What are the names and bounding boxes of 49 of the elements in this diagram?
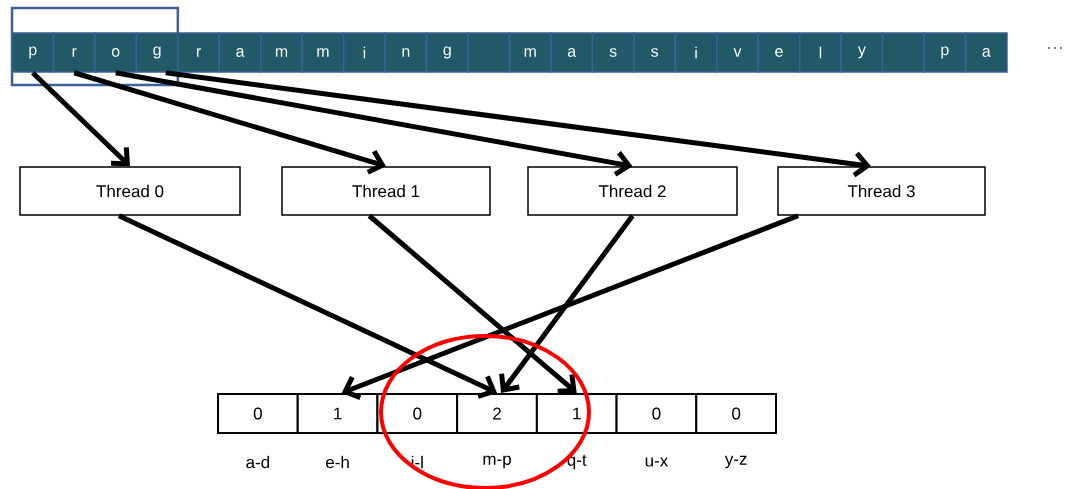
letter-cell: e [757, 32, 801, 73]
letter-cell: y [840, 32, 884, 73]
bin-label: y-z [724, 455, 747, 469]
letter-cell: n [384, 32, 428, 73]
letter-cell [881, 32, 925, 73]
histogram-cell: 1 [535, 393, 618, 434]
histogram-cell: 2 [456, 393, 538, 434]
letter-cell: g [425, 32, 469, 73]
letter-cell: m [301, 32, 345, 73]
letter-cell: o [94, 32, 138, 73]
letter-cell: v [716, 32, 759, 73]
letter-cell [467, 32, 511, 73]
letter-cell: p [11, 32, 55, 73]
arrow [499, 214, 635, 393]
thread-box: Thread 3 [777, 166, 986, 216]
histogram-cell: 0 [376, 393, 459, 434]
bin-label: e-h [326, 455, 349, 469]
letter-cell: l [798, 32, 842, 73]
arrow [165, 70, 872, 178]
histogram-cell: 0 [695, 393, 777, 434]
bin-label: m-p [483, 455, 511, 469]
letter-cell: g [135, 32, 179, 73]
letter-cell: a [550, 32, 594, 73]
letter-cell: i [674, 32, 718, 73]
letter-cell: s [633, 32, 677, 73]
histogram-cell: 0 [217, 393, 299, 434]
arrow [31, 70, 130, 167]
letter-cell: m [260, 32, 303, 73]
arrow [115, 70, 633, 177]
thread-box: Thread 1 [281, 166, 491, 216]
bin-label: q-t [567, 454, 587, 470]
arrow [341, 213, 799, 400]
letter-cell: r [177, 32, 221, 73]
histogram-cell: 0 [615, 393, 698, 434]
letter-cell: i [342, 32, 386, 73]
ellipsis: ··· [1048, 47, 1062, 49]
arrow [117, 213, 497, 399]
arrow [367, 213, 577, 394]
bin-label: a-d [246, 455, 270, 469]
letter-cell: p [923, 32, 967, 73]
thread-box: Thread 0 [19, 166, 241, 216]
letter-cell: s [591, 32, 635, 73]
bin-label: u-x [645, 457, 669, 467]
letter-cell: m [508, 32, 552, 73]
histogram-cell: 1 [296, 393, 379, 434]
thread-box: Thread 2 [527, 166, 738, 216]
letter-cell: a [218, 32, 262, 73]
letter-cell: a [964, 32, 1008, 73]
letter-cell: r [52, 32, 96, 73]
